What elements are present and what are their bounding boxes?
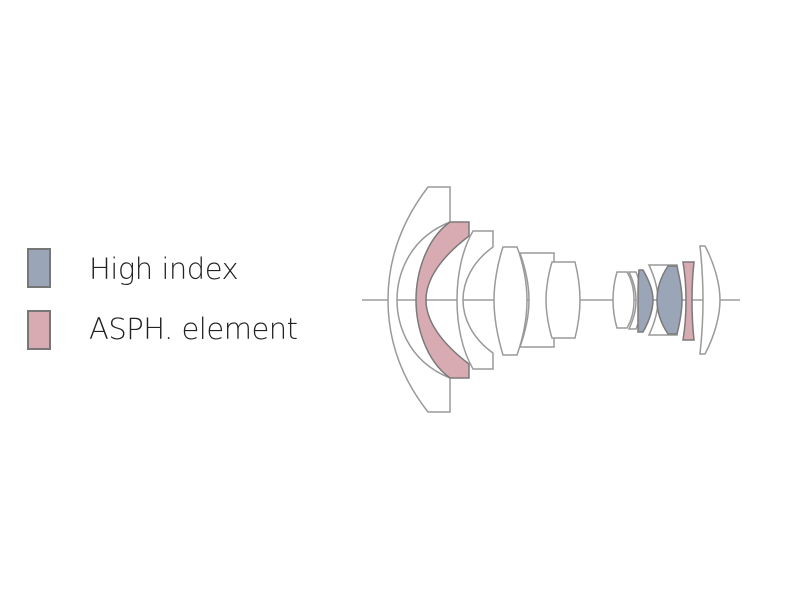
lens-element-2-asph: [415, 221, 470, 379]
lens-element-1: [387, 186, 451, 413]
lens-element-9-high-index: [637, 269, 654, 333]
legend-label-high-index: High index: [89, 252, 239, 286]
lens-element-6: [545, 261, 581, 339]
legend-swatch-high-index: [27, 248, 51, 288]
legend-label-asph: ASPH. element: [89, 312, 298, 346]
lens-element-4: [493, 246, 528, 356]
lens-element-13: [699, 245, 721, 355]
lens-element-3: [456, 230, 494, 370]
legend-swatch-asph: [27, 310, 51, 350]
lens-element-5: [518, 252, 555, 348]
lens-element-7: [612, 271, 635, 329]
lens-element-11-high-index: [656, 265, 683, 335]
lens-element-12-asph: [682, 261, 695, 341]
